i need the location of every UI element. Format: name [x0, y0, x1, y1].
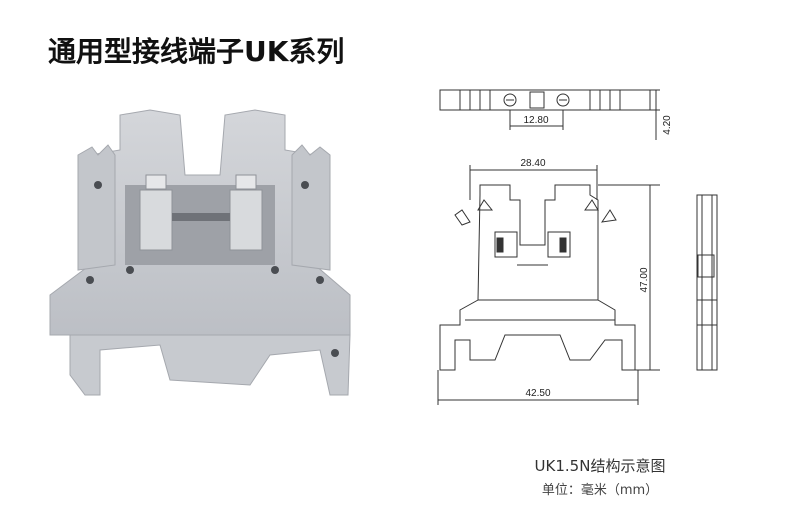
drawing-caption: UK1.5N结构示意图 单位：毫米（mm）	[400, 455, 800, 498]
dim-front-top-width: 28.40	[520, 158, 545, 169]
top-view-outline	[439, 89, 651, 111]
dim-front-height: 47.00	[639, 267, 650, 292]
front-view-outline	[439, 184, 636, 371]
terminal-block-photo	[49, 109, 351, 396]
dim-top-height: 4.20	[662, 115, 673, 135]
dim-front-bottom-width: 42.50	[525, 388, 550, 399]
caption-unit: 单位：毫米（mm）	[541, 483, 659, 498]
side-view-outline	[696, 194, 718, 371]
dim-top-pitch: 12.80	[523, 115, 548, 126]
caption-title: UK1.5N结构示意图	[534, 457, 666, 475]
page-title: 通用型接线端子UK系列	[48, 35, 345, 68]
